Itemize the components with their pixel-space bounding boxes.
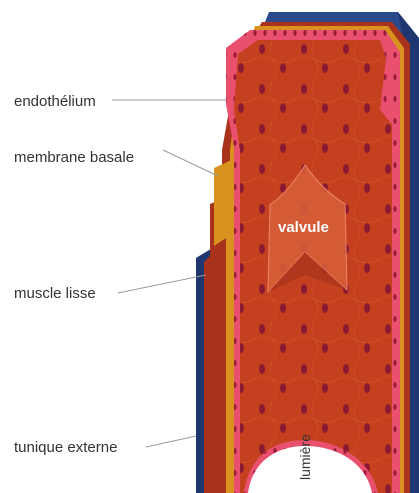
label-endothelium: endothélium (14, 93, 96, 110)
label-valve: valvule (278, 219, 329, 236)
leader-line-basement-membrane (163, 150, 218, 176)
label-basement-membrane: membrane basale (14, 149, 134, 166)
label-smooth-muscle: muscle lisse (14, 285, 96, 302)
label-lumen: lumière (297, 434, 313, 480)
leader-line-smooth-muscle (118, 275, 206, 293)
leader-line-outer-tunic (146, 436, 196, 447)
label-outer-tunic: tunique externe (14, 439, 117, 456)
